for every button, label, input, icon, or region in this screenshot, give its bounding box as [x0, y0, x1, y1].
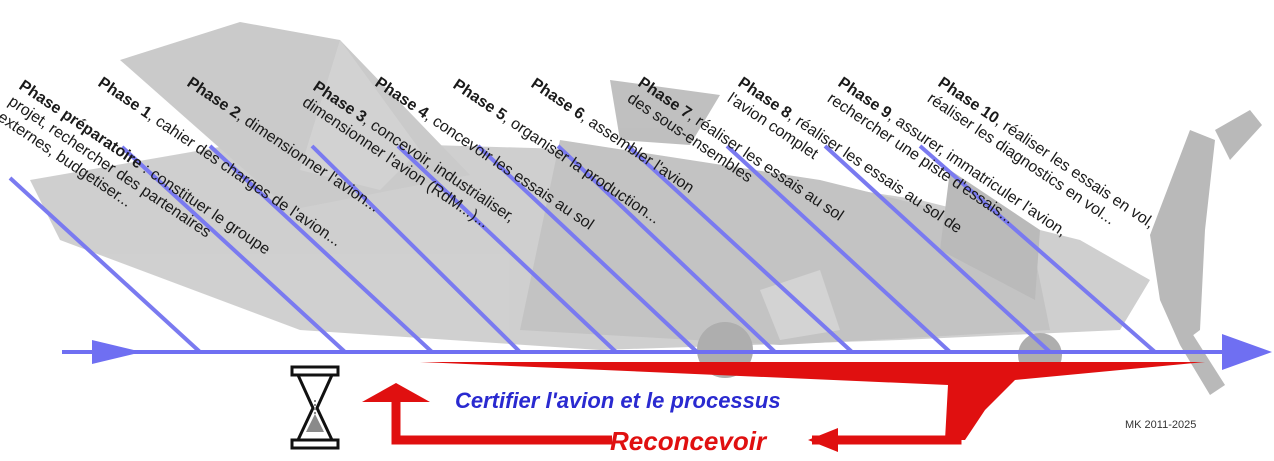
- phase-line-4: [396, 144, 618, 354]
- phase-line-7: [626, 144, 854, 354]
- phase-title: Phase 5: [450, 76, 510, 124]
- phase-line-2: [208, 144, 434, 354]
- phase-line-10: [918, 144, 1157, 354]
- phase-lines: [8, 144, 1157, 354]
- timeline-arrow: [62, 334, 1272, 370]
- phase-line-8: [725, 144, 952, 354]
- redesign-loop: [362, 362, 1205, 452]
- redesign-label: Reconcevoir: [610, 426, 768, 456]
- phase-line-1: [120, 145, 347, 354]
- hourglass-icon: [290, 365, 340, 450]
- phase-line-3: [310, 144, 522, 354]
- credit-text: MK 2011-2025: [1125, 419, 1196, 431]
- airplane-silhouette: [30, 22, 1262, 395]
- phase-line-6: [556, 144, 777, 354]
- phase-title: Phase 6: [528, 75, 588, 123]
- certify-label: Certifier l'avion et le processus: [455, 388, 781, 413]
- phase-line-5: [476, 144, 699, 354]
- phase-line-0: [8, 176, 202, 354]
- phase-line-9: [823, 144, 1052, 354]
